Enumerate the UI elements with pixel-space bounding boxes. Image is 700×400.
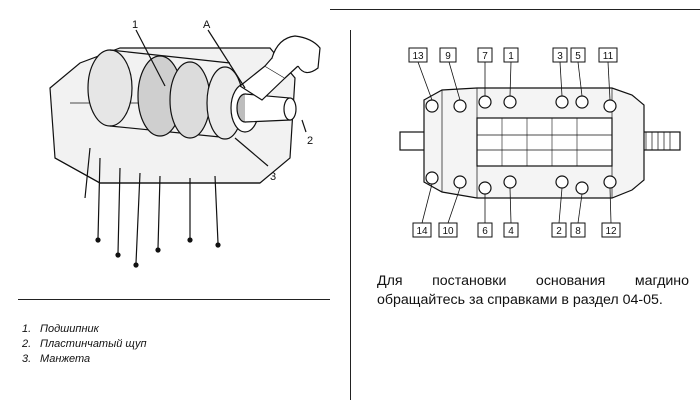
legend-number: 3. bbox=[22, 353, 32, 365]
callout-1: 1 bbox=[132, 19, 138, 31]
legend-text: Пластинчатый щуп bbox=[40, 338, 147, 350]
bolt-label-6: 6 bbox=[482, 226, 488, 237]
top-rule bbox=[330, 9, 700, 10]
callout-2: 2 bbox=[307, 135, 313, 147]
callout-a: A bbox=[203, 19, 211, 31]
legend-number: 1. bbox=[22, 323, 32, 335]
bolt-label-12: 12 bbox=[605, 226, 617, 237]
bolt-label-1: 1 bbox=[508, 51, 514, 62]
legend-item: 1. Подшипник bbox=[22, 322, 322, 337]
bolt-label-4: 4 bbox=[508, 226, 514, 237]
bolt-label-7: 7 bbox=[482, 51, 488, 62]
figure-legend: 1. Подшипник 2. Пластинчатый щуп 3. Манжета bbox=[22, 322, 322, 367]
bolt-label-8: 8 bbox=[575, 226, 581, 237]
bolt-sequence-figure: 13 9 7 1 3 5 11 14 10 6 4 2 8 12 bbox=[399, 47, 681, 238]
column-divider bbox=[350, 30, 351, 400]
legend-item: 3. Манжета bbox=[22, 352, 322, 367]
bolt-label-9: 9 bbox=[445, 51, 451, 62]
legend-number: 2. bbox=[22, 338, 32, 350]
bolt-label-14: 14 bbox=[416, 226, 428, 237]
callout-3: 3 bbox=[270, 171, 276, 183]
crankshaft-bearing-figure: 1 A 2 3 bbox=[49, 19, 321, 268]
bolt-label-5: 5 bbox=[575, 51, 581, 62]
legend-item: 2. Пластинчатый щуп bbox=[22, 337, 322, 352]
bolt-label-10: 10 bbox=[442, 226, 454, 237]
bolt-label-13: 13 bbox=[412, 51, 424, 62]
bolt-label-2: 2 bbox=[556, 226, 562, 237]
legend-text: Манжета bbox=[40, 353, 91, 365]
bolt-label-11: 11 bbox=[603, 51, 614, 62]
left-section-rule bbox=[18, 299, 330, 300]
bolt-label-3: 3 bbox=[557, 51, 563, 62]
instruction-paragraph: Для постановки основания магдино обращай… bbox=[377, 273, 689, 308]
legend-text: Подшипник bbox=[40, 323, 99, 335]
